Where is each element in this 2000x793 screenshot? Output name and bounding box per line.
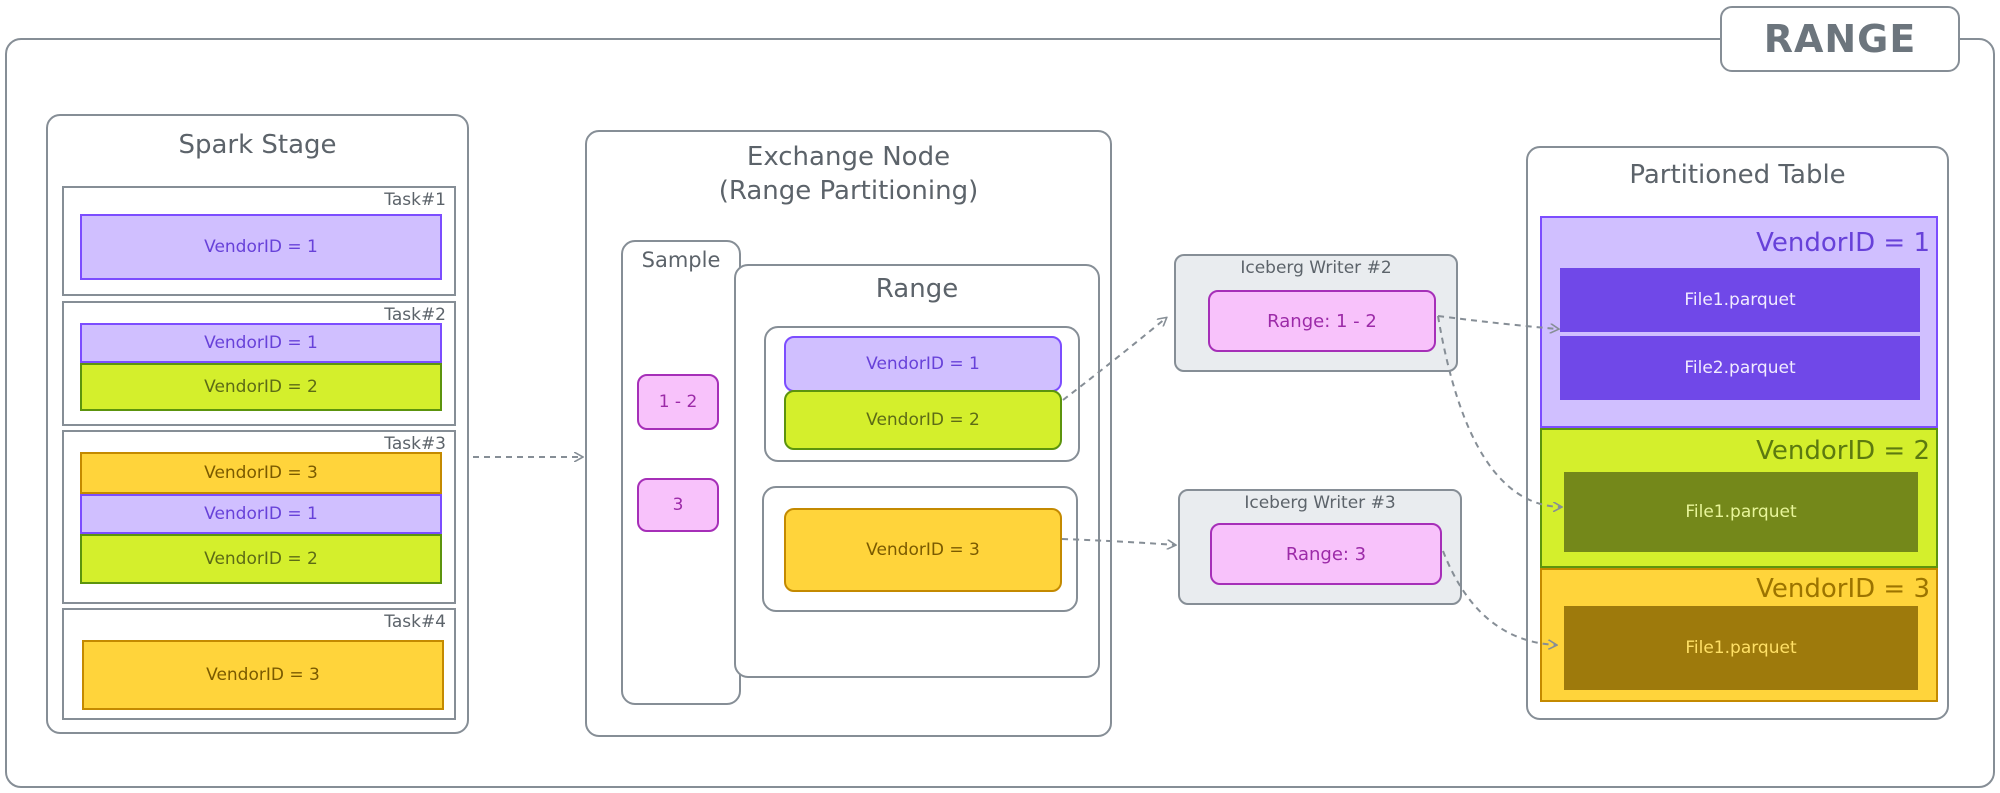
task-1-vendor-1: VendorID = 1 (80, 214, 442, 280)
task-1-label: Task#1 (384, 190, 446, 210)
iceberg-writer-3: Iceberg Writer #3 Range: 3 (1178, 489, 1462, 605)
partition-vendor-3-label: VendorID = 3 (1756, 574, 1930, 604)
sample-range-3: 3 (637, 478, 719, 532)
task-2-label: Task#2 (384, 305, 446, 325)
partition-vendor-1: VendorID = 1 File1.parquet File2.parquet (1540, 216, 1938, 428)
partition-vendor-3: VendorID = 3 File1.parquet (1540, 568, 1938, 702)
arrow-writer-2-to-vendor-1 (1437, 315, 1558, 329)
partition-vendor-1-file-2: File2.parquet (1560, 336, 1920, 400)
range-title: Range (875, 274, 959, 304)
range-badge-label: RANGE (1763, 17, 1917, 61)
range-box: Range VendorID = 1 VendorID = 2 VendorID… (734, 264, 1100, 678)
iceberg-writer-3-range: Range: 3 (1210, 523, 1442, 585)
task-2-vendor-1: VendorID = 1 (80, 323, 442, 363)
partition-vendor-2: VendorID = 2 File1.parquet (1540, 428, 1938, 568)
task-3-box: Task#3 VendorID = 3 VendorID = 1 VendorI… (62, 430, 456, 604)
range-group-1-vendor-2: VendorID = 2 (784, 390, 1062, 450)
arrow-writer-3-to-vendor-3 (1442, 550, 1556, 645)
partition-vendor-2-label: VendorID = 2 (1756, 436, 1930, 466)
task-2-vendor-2: VendorID = 2 (80, 363, 442, 411)
task-2-box: Task#2 VendorID = 1 VendorID = 2 (62, 301, 456, 426)
arrow-range-group-1-to-writer-2 (1062, 318, 1166, 401)
partition-vendor-1-file-1: File1.parquet (1560, 268, 1920, 332)
exchange-node-panel: Exchange Node (Range Partitioning) Sampl… (585, 130, 1112, 737)
arrow-range-group-2-to-writer-3 (1061, 538, 1175, 545)
spark-stage-title: Spark Stage (178, 130, 337, 160)
task-3-vendor-3: VendorID = 3 (80, 452, 442, 494)
iceberg-writer-2-range: Range: 1 - 2 (1208, 290, 1436, 352)
range-badge: RANGE (1720, 6, 1960, 72)
range-group-2: VendorID = 3 (762, 486, 1078, 612)
range-group-1: VendorID = 1 VendorID = 2 (764, 326, 1080, 462)
partitioned-table-panel: Partitioned Table VendorID = 1 File1.par… (1526, 146, 1949, 720)
task-3-vendor-2: VendorID = 2 (80, 534, 442, 584)
iceberg-writer-3-title: Iceberg Writer #3 (1244, 493, 1396, 513)
task-1-box: Task#1 VendorID = 1 (62, 186, 456, 296)
partition-vendor-3-file-1: File1.parquet (1564, 606, 1918, 690)
iceberg-writer-2-title: Iceberg Writer #2 (1240, 258, 1392, 278)
task-4-vendor-3: VendorID = 3 (82, 640, 444, 710)
iceberg-writer-2: Iceberg Writer #2 Range: 1 - 2 (1174, 254, 1458, 372)
exchange-node-subtitle: (Range Partitioning) (718, 176, 979, 206)
task-4-box: Task#4 VendorID = 3 (62, 608, 456, 720)
partitioned-table-title: Partitioned Table (1629, 160, 1846, 190)
partition-vendor-1-label: VendorID = 1 (1756, 228, 1930, 258)
exchange-node-title: Exchange Node (746, 142, 951, 172)
sample-range-1-2: 1 - 2 (637, 374, 719, 430)
range-group-1-vendor-1: VendorID = 1 (784, 336, 1062, 392)
task-3-label: Task#3 (384, 434, 446, 454)
spark-stage-panel: Spark Stage Task#1 VendorID = 1 Task#2 V… (46, 114, 469, 734)
range-group-2-vendor-3: VendorID = 3 (784, 508, 1062, 592)
sample-title: Sample (641, 248, 721, 272)
sample-box: Sample 1 - 2 3 (621, 240, 741, 705)
task-3-vendor-1: VendorID = 1 (80, 494, 442, 534)
arrow-writer-2-to-vendor-2 (1437, 315, 1561, 507)
task-4-label: Task#4 (384, 612, 446, 632)
partition-vendor-2-file-1: File1.parquet (1564, 472, 1918, 552)
